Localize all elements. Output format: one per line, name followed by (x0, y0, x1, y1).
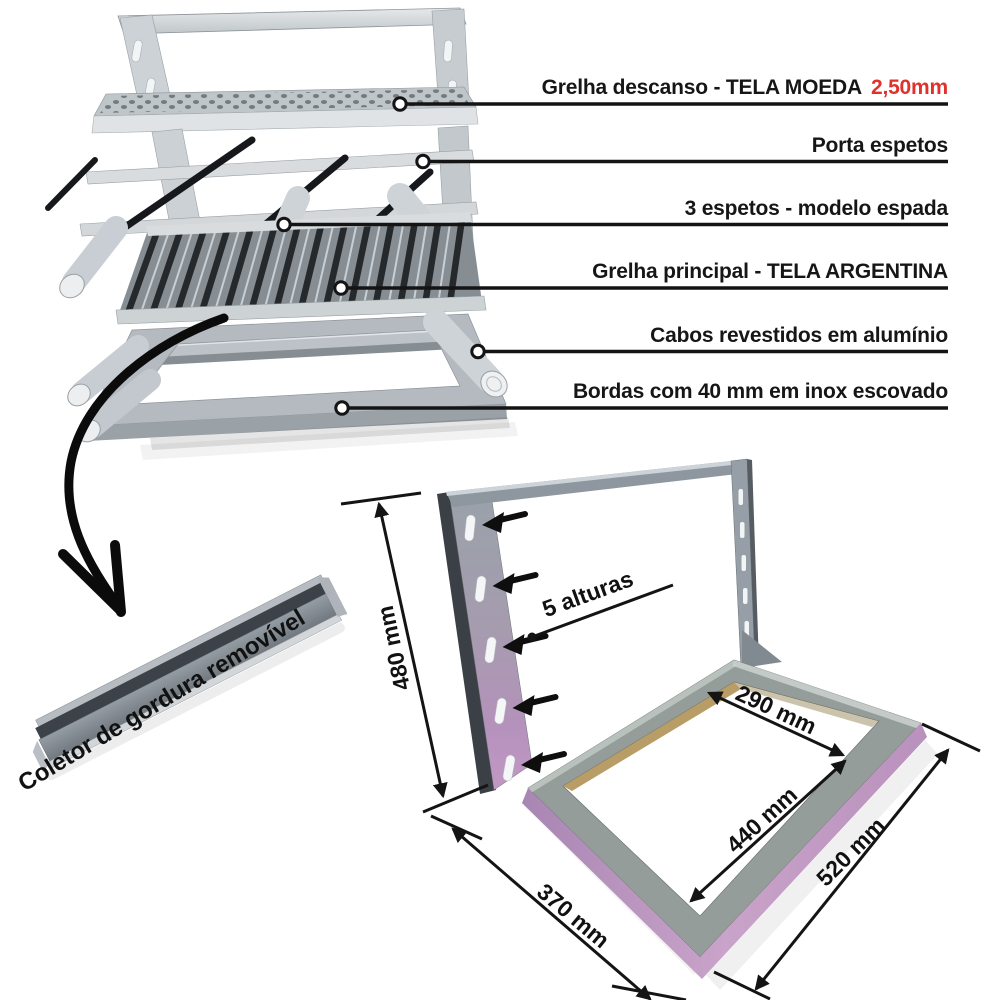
callout-label-cabos: Cabos revestidos em alumínio (650, 324, 948, 347)
callout-label-text: Grelha descanso - TELA MOEDA (541, 76, 863, 99)
grill-photo (45, 7, 518, 460)
callout-label-espetos: 3 espetos - modelo espada (684, 197, 949, 220)
callout-ring-porta-espetos (415, 153, 431, 170)
callout-label-porta-espetos: Porta espetos (811, 134, 948, 157)
grease-collector-photo (32, 574, 348, 781)
dimension-line-520 (754, 748, 950, 991)
callout-label-grelha-principal: Grelha principal - TELA ARGENTINA (592, 260, 948, 283)
porta-espetos-bar (85, 149, 475, 185)
dimension-line-480 (374, 501, 448, 799)
grill-top-bar (117, 7, 467, 35)
callout-label-bordas: Bordas com 40 mm em inox escovado (572, 380, 948, 403)
frame-gusset (742, 630, 782, 668)
callout-ring-espetos (276, 216, 292, 233)
frame-upright-left-edge (437, 492, 496, 794)
mounting-frame-photo (437, 458, 938, 990)
callout-label-grelha-descanso: Grelha descanso - TELA MOEDA 2,50mm (541, 76, 949, 100)
dimension-line-370 (451, 827, 652, 1000)
grelha-descanso-shelf (91, 86, 479, 134)
pointer-line-5-alturas (531, 583, 674, 639)
frame-height-slots (464, 514, 516, 782)
callout-ring-cabos (470, 343, 486, 360)
dimension-line-290 (706, 691, 846, 757)
curved-arrow-icon (58, 313, 229, 617)
callout-ring-grelha-principal (333, 280, 349, 296)
pointer-dot-5-alturas (527, 632, 537, 642)
callout-rings (276, 96, 486, 416)
callout-ring-bordas (334, 400, 350, 416)
grelha-principal (115, 212, 487, 325)
frame-upright-right-slots (738, 489, 749, 637)
thickness-value: 2,50mm (870, 76, 948, 99)
callout-ring-grelha-descanso (392, 96, 408, 112)
bordas-frame (85, 313, 518, 460)
grill-right-handle (423, 309, 508, 398)
callout-leader-lines (291, 102, 948, 410)
frame-top-bar (446, 460, 746, 507)
dimension-lines (340, 491, 981, 1000)
slot-arrow-icons (482, 511, 567, 773)
